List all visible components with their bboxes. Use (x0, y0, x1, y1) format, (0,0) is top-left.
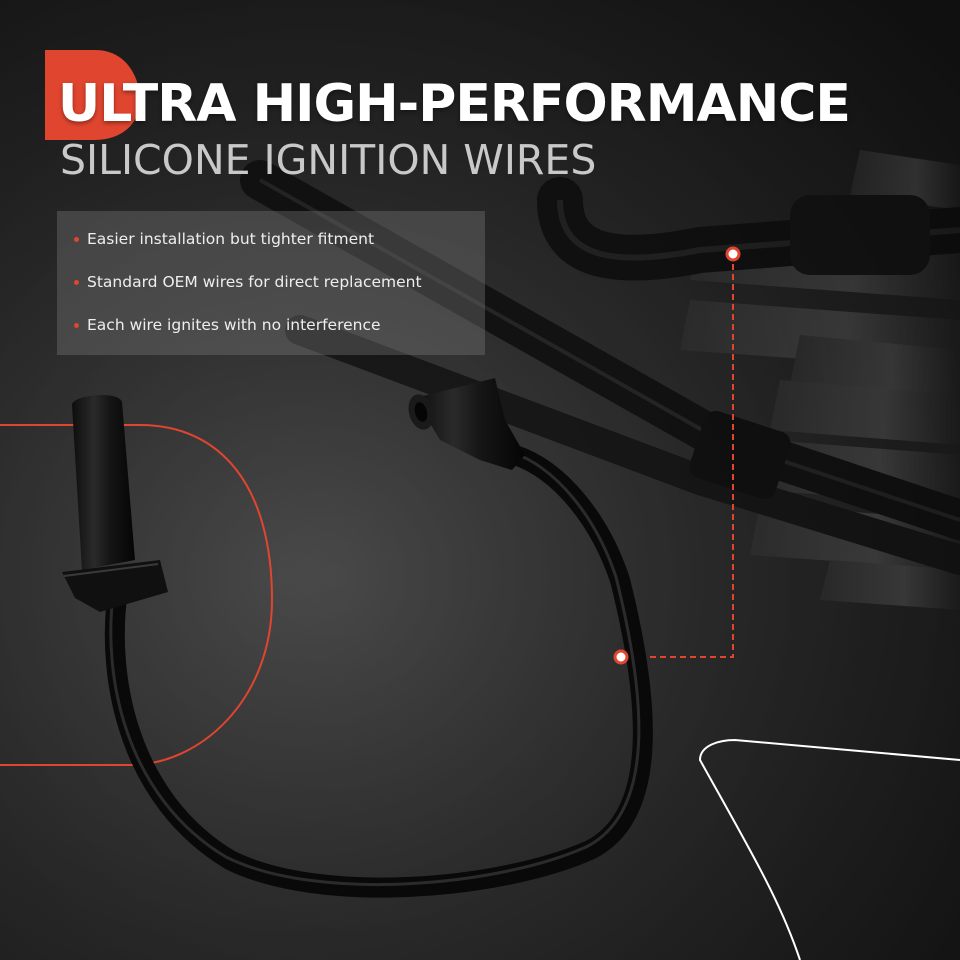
headline-subtitle: SILICONE IGNITION WIRES (60, 136, 597, 184)
feature-item: Standard OEM wires for direct replacemen… (74, 272, 485, 315)
feature-text: Easier installation but tighter fitment (87, 230, 375, 248)
feature-list: Easier installation but tighter fitment … (57, 211, 485, 355)
brand-logo-mark (45, 50, 140, 140)
bullet-dot-icon (74, 323, 79, 328)
white-corner-outline (698, 738, 960, 960)
callout-leader (621, 246, 741, 658)
callout-point-marker (613, 649, 629, 665)
feature-item: Easier installation but tighter fitment (74, 229, 485, 272)
ignition-wire-product (62, 378, 653, 898)
headline-title: ULTRA HIGH-PERFORMANCE (58, 74, 851, 134)
feature-item: Each wire ignites with no interference (74, 315, 485, 358)
feature-text: Standard OEM wires for direct replacemen… (87, 273, 422, 291)
accent-circle-outline (0, 424, 274, 766)
feature-text: Each wire ignites with no interference (87, 316, 381, 334)
bullet-dot-icon (74, 280, 79, 285)
bullet-dot-icon (74, 237, 79, 242)
